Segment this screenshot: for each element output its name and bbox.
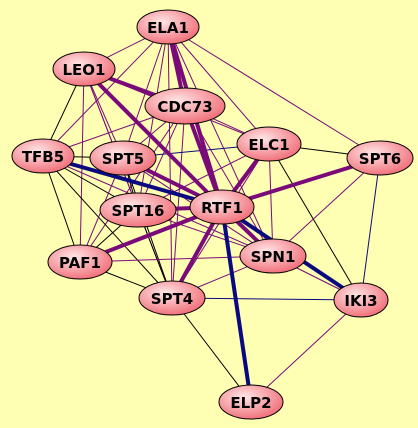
edge-ela1-elc1 xyxy=(167,26,270,145)
edge-spt4-elp2 xyxy=(171,297,252,403)
node-label: LEO1 xyxy=(63,61,106,79)
edge-ela1-spn1 xyxy=(167,26,274,257)
edge-cdc73-spt4 xyxy=(171,105,186,299)
node-elp2[interactable]: ELP2 xyxy=(218,384,284,420)
node-spt5[interactable]: SPT5 xyxy=(89,140,157,176)
node-label: IKI3 xyxy=(344,292,377,310)
node-iki3[interactable]: IKI3 xyxy=(333,282,389,318)
node-ellipse xyxy=(99,192,177,228)
edge-iki3-elp2 xyxy=(250,299,362,403)
node-label: RTF1 xyxy=(201,199,243,217)
edge-ela1-spt16 xyxy=(137,26,169,211)
node-ellipse xyxy=(136,9,200,45)
node-leo1[interactable]: LEO1 xyxy=(52,51,116,87)
node-elc1[interactable]: ELC1 xyxy=(236,126,302,162)
edge-spt6-iki3 xyxy=(360,157,381,301)
node-label: SPN1 xyxy=(251,248,296,266)
node-spn1[interactable]: SPN1 xyxy=(239,238,307,274)
node-ellipse xyxy=(52,51,116,87)
node-label: CDC73 xyxy=(157,98,212,116)
node-label: PAF1 xyxy=(59,254,101,272)
node-label: SPT16 xyxy=(112,202,165,220)
node-ellipse xyxy=(189,189,255,225)
node-ellipse xyxy=(11,138,75,174)
edge-spt6-spn1 xyxy=(272,157,381,257)
edge-elc1-iki3 xyxy=(268,143,362,301)
node-tfb5[interactable]: TFB5 xyxy=(11,138,75,174)
edge-rtf1-elp2 xyxy=(220,205,253,404)
edge-elc1-spn1 xyxy=(268,143,274,257)
node-cdc73[interactable]: CDC73 xyxy=(144,87,226,125)
node-ellipse xyxy=(239,238,307,274)
node-label: SPT4 xyxy=(151,290,193,308)
node-ellipse xyxy=(236,126,302,162)
edge-ela1-spt4 xyxy=(167,26,173,299)
node-paf1[interactable]: PAF1 xyxy=(47,244,113,280)
node-label: SPT6 xyxy=(359,150,401,168)
edge-tfb5-paf1 xyxy=(42,155,81,263)
node-label: SPT5 xyxy=(102,150,144,168)
node-rtf1[interactable]: RTF1 xyxy=(189,189,255,225)
node-ellipse xyxy=(89,140,157,176)
node-spt4[interactable]: SPT4 xyxy=(138,280,206,316)
edge-tfb5-rtf1 xyxy=(41,154,224,209)
node-ellipse xyxy=(144,87,226,125)
node-ellipse xyxy=(218,384,284,420)
edge-leo1-rtf1 xyxy=(82,67,224,209)
node-label: ELC1 xyxy=(248,136,289,154)
node-label: TFB5 xyxy=(22,148,64,166)
node-ellipse xyxy=(47,244,113,280)
node-ellipse xyxy=(138,280,206,316)
node-label: ELA1 xyxy=(147,19,189,37)
node-spt16[interactable]: SPT16 xyxy=(99,192,177,228)
node-ellipse xyxy=(333,282,389,318)
node-spt6[interactable]: SPT6 xyxy=(346,140,414,176)
edge-ela1-spt6 xyxy=(167,26,381,159)
node-label: ELP2 xyxy=(230,394,271,412)
node-ela1[interactable]: ELA1 xyxy=(136,9,200,45)
node-ellipse xyxy=(346,140,414,176)
edge-tfb5-spt4 xyxy=(42,155,173,299)
